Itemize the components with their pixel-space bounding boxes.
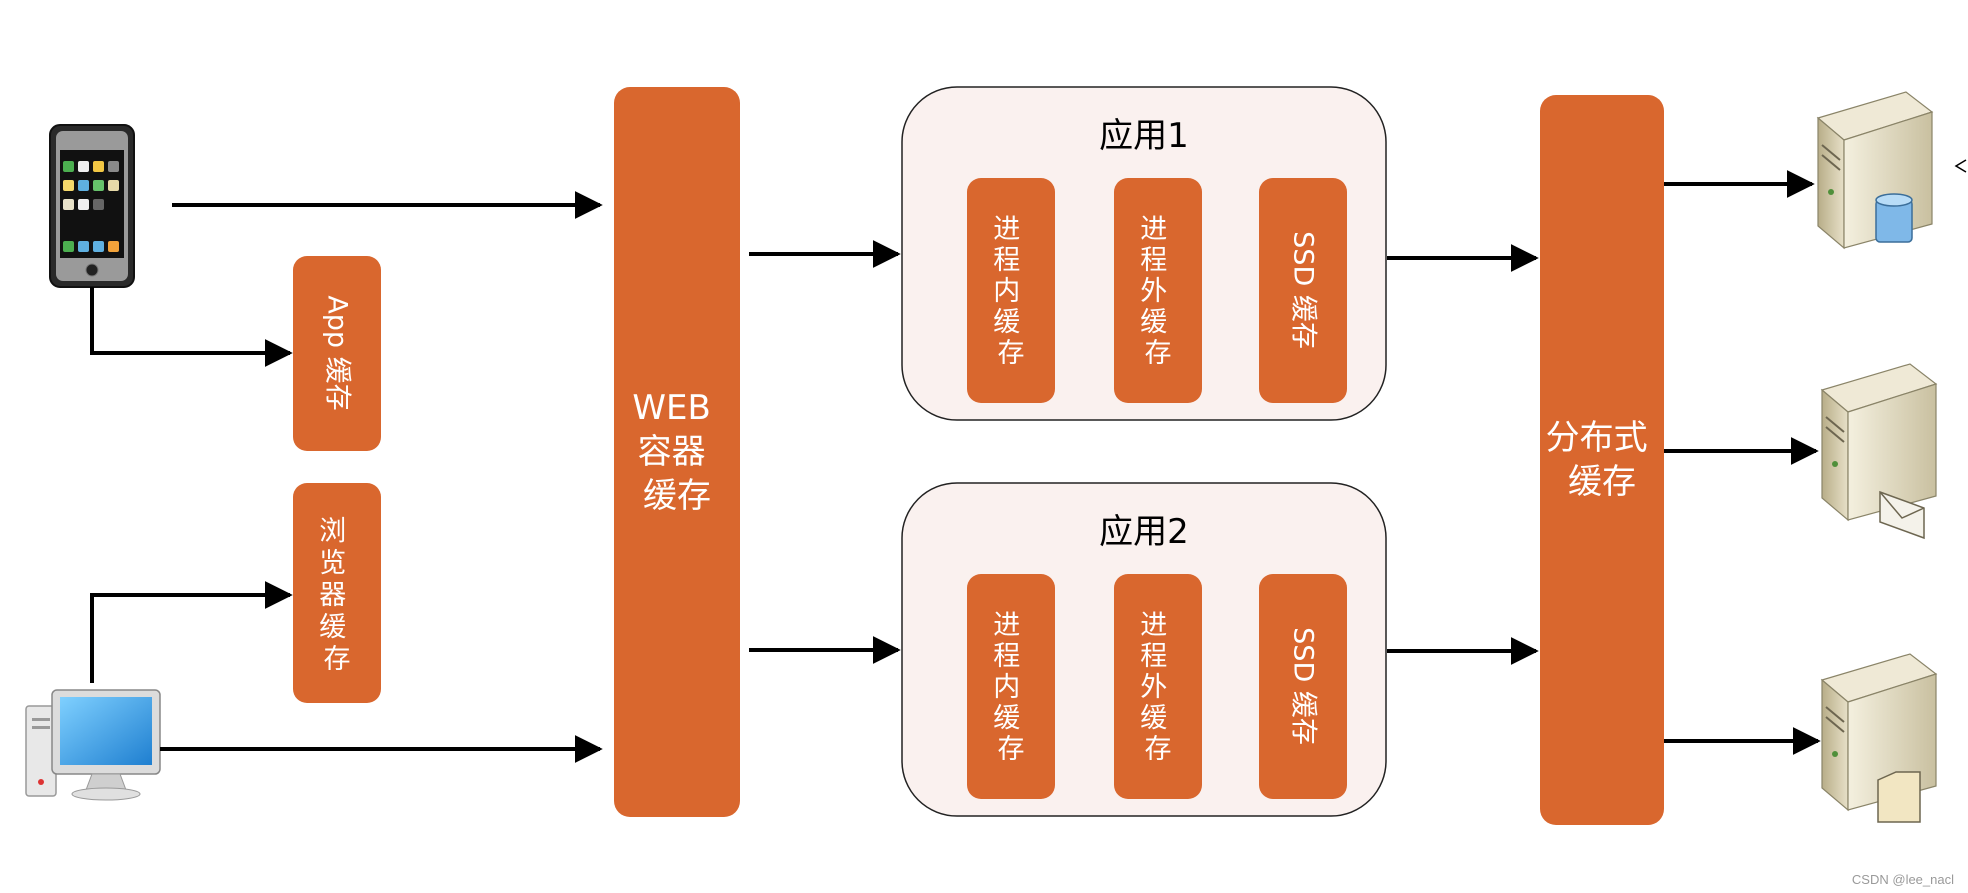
file-server-icon bbox=[1820, 653, 1938, 823]
svg-text:进 程 外: 进 程 外 缓 存 bbox=[1140, 214, 1176, 369]
application-2-panel: 应用2 进 程 内 缓 存 进 程 外 缓 存 SSD 缓存 bbox=[901, 482, 1387, 817]
application-2-title: 应用2 bbox=[1099, 512, 1189, 552]
partial-arrow-glyph bbox=[1954, 159, 1967, 173]
database-server-icon bbox=[1816, 91, 1934, 250]
smartphone-icon bbox=[49, 124, 135, 288]
browser-cache-label: 浏 览 器 缓 存 bbox=[319, 516, 355, 675]
mail-server-icon bbox=[1820, 363, 1938, 540]
out-of-process-cache-box: 进 程 外 缓 存 bbox=[1114, 178, 1202, 403]
connectors bbox=[90, 170, 1821, 763]
in-process-cache-box: 进 程 内 缓 存 bbox=[967, 574, 1055, 799]
svg-text:SSD 缓存: SSD 缓存 bbox=[1288, 627, 1319, 745]
in-process-cache-box: 进 程 内 缓 存 bbox=[967, 178, 1055, 403]
out-of-process-cache-box: 进 程 外 缓 存 bbox=[1114, 574, 1202, 799]
svg-text:进 程 外: 进 程 外 缓 存 bbox=[1140, 610, 1176, 765]
watermark: CSDN @lee_nacl bbox=[1851, 872, 1954, 887]
svg-text:进 程 内: 进 程 内 缓 存 bbox=[993, 214, 1029, 369]
application-1-title: 应用1 bbox=[1099, 116, 1189, 156]
ssd-cache-box: SSD 缓存 bbox=[1259, 178, 1347, 403]
app-cache-label: App 缓存 bbox=[322, 295, 353, 410]
application-1-panel: 应用1 进 程 内 缓 存 进 程 外 缓 存 SSD 缓存 bbox=[901, 86, 1387, 421]
svg-text:SSD 缓存: SSD 缓存 bbox=[1288, 231, 1319, 349]
distributed-cache-box: 分布式 缓存 bbox=[1540, 95, 1664, 825]
desktop-computer-icon bbox=[25, 689, 161, 801]
app-cache-box: App 缓存 bbox=[293, 256, 381, 451]
web-container-cache-label: WEB 容器 缓存 bbox=[632, 388, 721, 516]
svg-text:进 程 内: 进 程 内 缓 存 bbox=[993, 610, 1029, 765]
distributed-cache-label: 分布式 缓存 bbox=[1546, 418, 1659, 502]
browser-cache-box: 浏 览 器 缓 存 bbox=[293, 483, 381, 703]
ssd-cache-box: SSD 缓存 bbox=[1259, 574, 1347, 799]
web-container-cache-box: WEB 容器 缓存 bbox=[614, 87, 740, 817]
